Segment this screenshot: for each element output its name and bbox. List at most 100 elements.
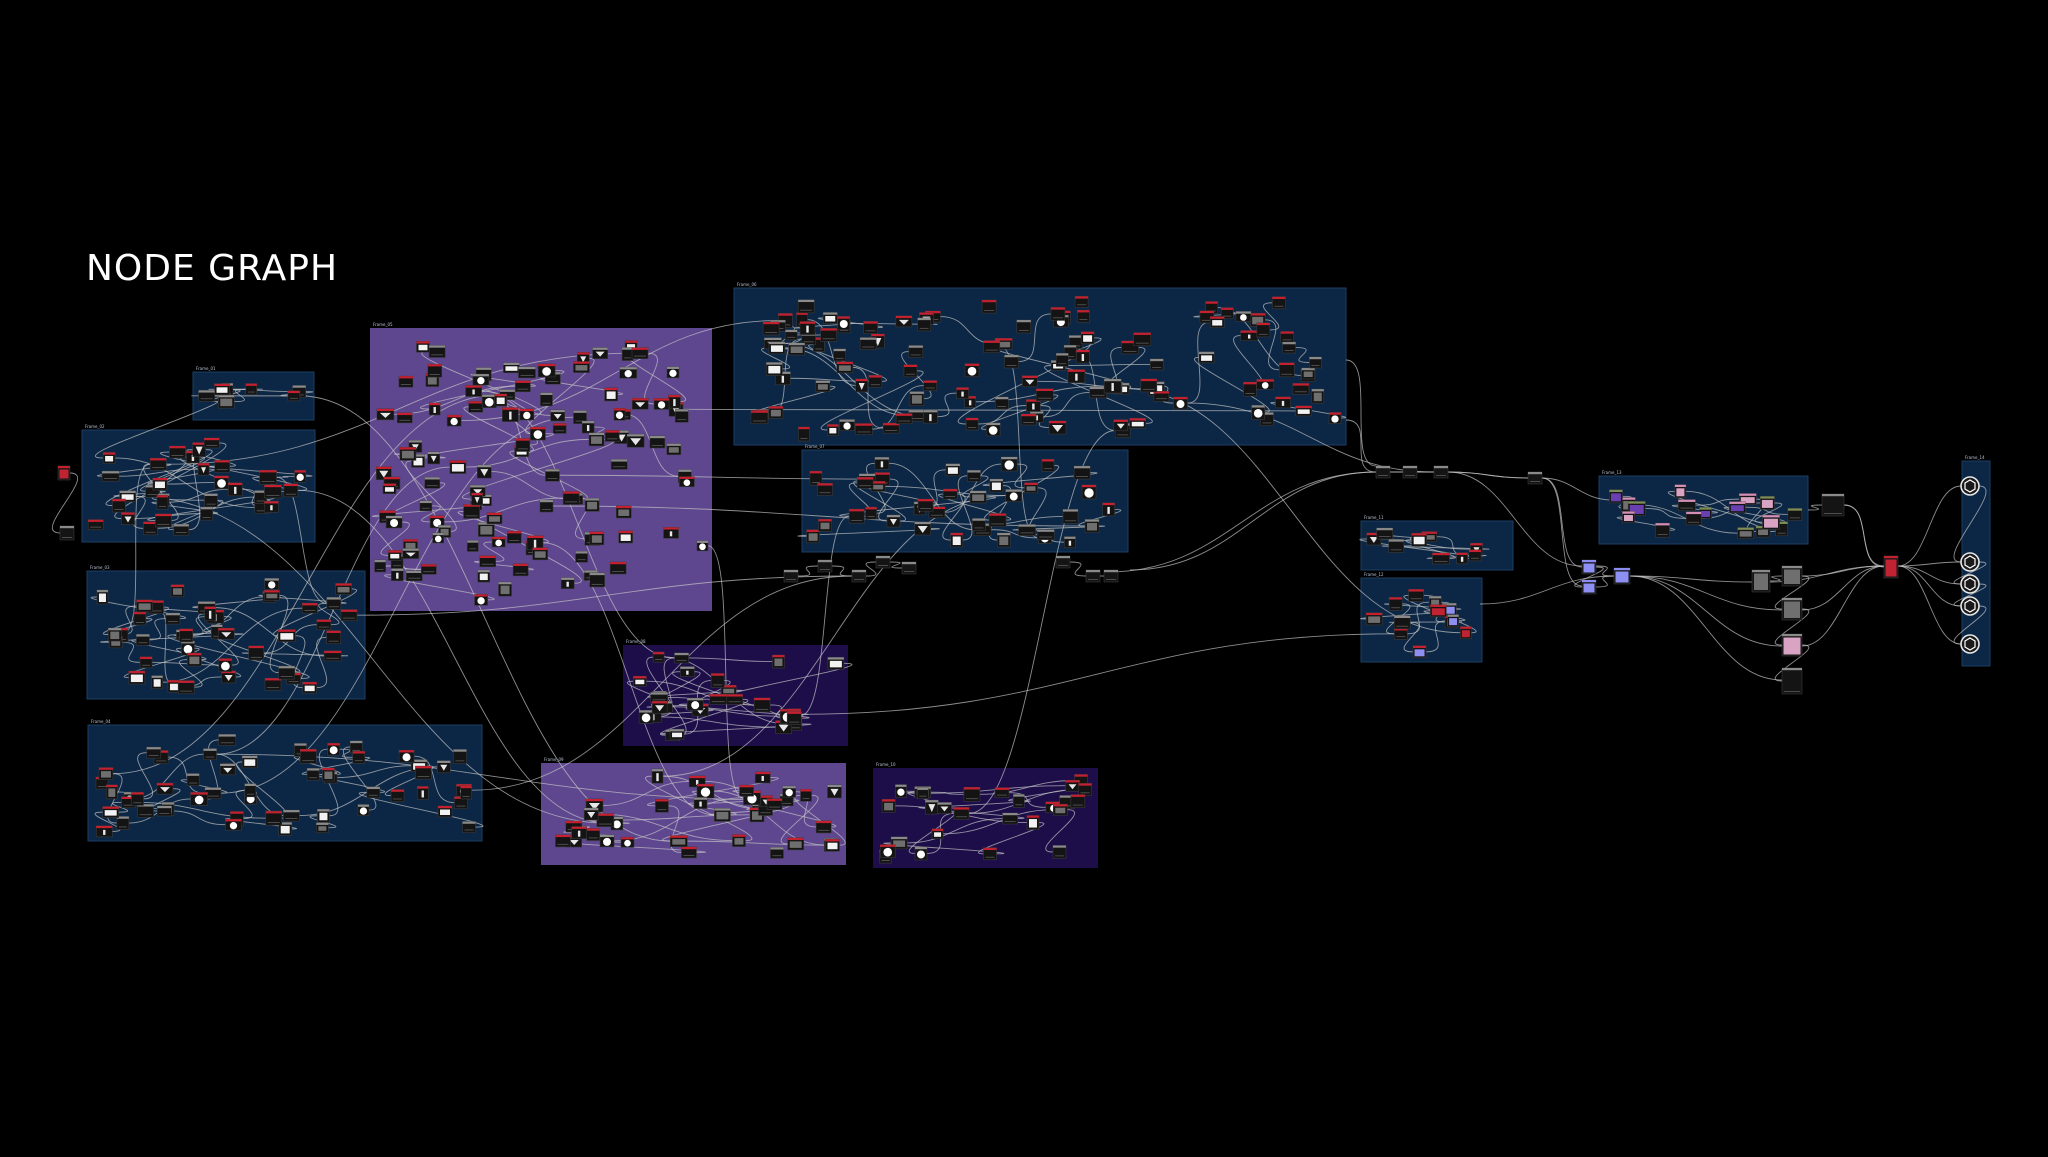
graph-node[interactable]	[264, 590, 279, 600]
graph-node[interactable]	[174, 524, 189, 535]
graph-node[interactable]	[265, 678, 281, 690]
graph-node[interactable]	[540, 393, 552, 406]
graph-node[interactable]	[769, 406, 783, 418]
graph-node[interactable]	[1763, 515, 1780, 529]
graph-node[interactable]	[1302, 368, 1315, 379]
graph-node[interactable]	[1760, 496, 1774, 509]
graph-node[interactable]	[970, 491, 986, 503]
graph-node[interactable]	[502, 408, 518, 422]
graph-node[interactable]	[1460, 627, 1471, 639]
graph-node[interactable]	[279, 666, 295, 679]
graph-node[interactable]	[650, 436, 665, 448]
graph-node[interactable]	[1241, 331, 1258, 341]
graph-node[interactable]	[97, 590, 108, 604]
graph-node[interactable]	[918, 499, 933, 511]
graph-node[interactable]	[102, 471, 119, 481]
graph-node[interactable]	[283, 810, 299, 821]
graph-node[interactable]	[694, 798, 707, 809]
graph-node[interactable]	[303, 682, 317, 693]
graph-node[interactable]	[327, 631, 341, 644]
graph-node[interactable]	[632, 398, 648, 409]
graph-node[interactable]	[1457, 553, 1468, 564]
graph-node[interactable]	[801, 789, 812, 801]
graph-node[interactable]	[785, 330, 797, 340]
graph-node[interactable]	[157, 806, 171, 816]
graph-node[interactable]	[681, 847, 696, 858]
graph-node[interactable]	[561, 578, 574, 589]
graph-node[interactable]	[587, 829, 600, 841]
graph-node[interactable]	[1293, 383, 1309, 394]
graph-node[interactable]	[249, 646, 264, 660]
graph-node[interactable]	[1114, 420, 1128, 431]
graph-node[interactable]	[1076, 350, 1089, 363]
graph-node[interactable]	[990, 479, 1003, 492]
graph-node[interactable]	[655, 799, 668, 812]
graph-node[interactable]	[228, 483, 242, 496]
graph-node[interactable]	[1394, 616, 1410, 629]
graph-node[interactable]	[1049, 421, 1066, 434]
graph-node[interactable]	[383, 484, 396, 494]
graph-node[interactable]	[469, 401, 483, 412]
graph-node[interactable]	[391, 569, 403, 581]
graph-node[interactable]	[1103, 503, 1115, 516]
graph-node[interactable]	[767, 799, 782, 810]
graph-node[interactable]	[1006, 490, 1022, 502]
graph-node[interactable]	[122, 513, 135, 525]
graph-node[interactable]	[1430, 605, 1446, 617]
graph-node[interactable]	[1528, 472, 1542, 484]
graph-node[interactable]	[530, 427, 545, 440]
graph-node[interactable]	[866, 507, 877, 519]
graph-node[interactable]	[518, 367, 535, 378]
graph-node[interactable]	[1409, 589, 1424, 601]
graph-node[interactable]	[166, 613, 180, 624]
graph-node[interactable]	[513, 564, 528, 576]
graph-node[interactable]	[406, 571, 422, 581]
graph-node[interactable]	[1051, 307, 1065, 320]
graph-node[interactable]	[341, 610, 357, 621]
graph-node[interactable]	[798, 427, 809, 441]
graph-node[interactable]	[864, 321, 878, 333]
graph-node[interactable]	[1079, 783, 1092, 795]
graph-node[interactable]	[1377, 528, 1393, 539]
graph-node[interactable]	[754, 698, 770, 712]
graph-node[interactable]	[1068, 370, 1085, 383]
graph-node[interactable]	[358, 805, 369, 816]
graph-node[interactable]	[1283, 342, 1296, 353]
graph-node[interactable]	[840, 420, 855, 431]
graph-node[interactable]	[260, 470, 277, 484]
graph-node[interactable]	[551, 410, 565, 421]
graph-node[interactable]	[478, 570, 490, 582]
graph-node[interactable]	[1130, 418, 1146, 428]
graph-node[interactable]	[246, 384, 257, 395]
graph-node[interactable]	[1276, 397, 1291, 408]
graph-node[interactable]	[1272, 297, 1285, 309]
graph-node[interactable]	[966, 418, 978, 430]
graph-node[interactable]	[652, 701, 667, 713]
graph-node[interactable]	[447, 415, 461, 426]
graph-node[interactable]	[367, 787, 380, 798]
graph-node[interactable]	[1403, 466, 1417, 478]
graph-node[interactable]	[96, 826, 112, 837]
graph-node[interactable]	[910, 392, 924, 406]
graph-node[interactable]	[1104, 570, 1118, 582]
graph-node[interactable]	[219, 734, 236, 745]
graph-node[interactable]	[740, 785, 754, 796]
graph-node[interactable]	[112, 499, 125, 512]
graph-node[interactable]	[545, 469, 559, 481]
graph-node[interactable]	[1134, 333, 1151, 346]
graph-node[interactable]	[103, 807, 119, 818]
graph-node[interactable]	[264, 501, 278, 512]
graph-node[interactable]	[138, 804, 154, 817]
graph-node[interactable]	[467, 540, 478, 551]
graph-node[interactable]	[869, 375, 882, 387]
graph-node[interactable]	[798, 300, 814, 313]
graph-node[interactable]	[600, 835, 614, 847]
graph-node[interactable]	[1154, 391, 1169, 401]
graph-node[interactable]	[155, 514, 171, 527]
graph-node[interactable]	[882, 799, 895, 812]
graph-node[interactable]	[415, 766, 431, 779]
graph-node[interactable]	[783, 786, 796, 797]
graph-node[interactable]	[495, 394, 507, 406]
graph-node[interactable]	[429, 345, 445, 357]
